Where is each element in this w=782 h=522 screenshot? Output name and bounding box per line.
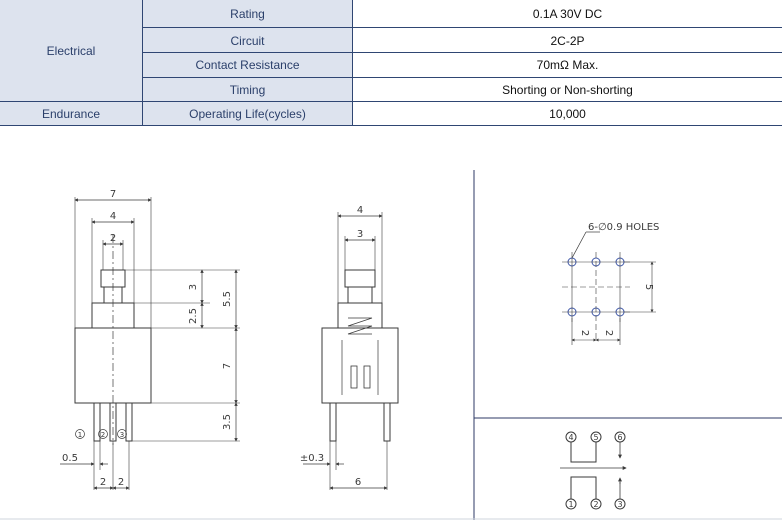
pin-left [93, 402, 101, 442]
side-pin-right [383, 403, 391, 442]
side-dim-tolerance: ±0.3 [300, 453, 324, 464]
side-slot-left [350, 365, 358, 389]
side-view [303, 212, 399, 490]
value-contact-resistance: 70mΩ Max. [353, 53, 782, 77]
value-rating: 0.1A 30V DC [353, 0, 782, 27]
side-view-labels: 4 3 ±0.3 6 [300, 205, 363, 488]
schematic-pin-1-label: 1 [568, 500, 573, 509]
pin-2-marker [98, 429, 108, 439]
schematic-pin-3-label: 3 [617, 500, 622, 509]
table-rule [143, 77, 782, 78]
group-electrical: Electrical [0, 0, 142, 101]
front-dim-pin-length: 3.5 [222, 414, 233, 430]
schematic [560, 431, 627, 510]
front-dim-pitch-a: 2 [100, 477, 106, 488]
schematic-pin-4-label: 4 [568, 433, 573, 442]
hole-dim-pitch-a: 2 [579, 330, 590, 336]
pin-right [125, 402, 133, 442]
hole-dim-row-spacing: 5 [643, 284, 654, 290]
front-dim-top: 5.5 [222, 291, 233, 307]
side-body [321, 327, 399, 404]
table-rule [143, 27, 782, 28]
value-timing: Shorting or Non-shorting [353, 78, 782, 101]
front-view-labels: 7 4 2 3 2.5 5.5 7 3.5 0.5 2 2 1 2 3 [62, 189, 233, 488]
front-dim-pitch-b: 2 [118, 477, 124, 488]
front-dim-collar: 2.5 [188, 308, 199, 324]
param-operating-life: Operating Life(cycles) [143, 102, 352, 125]
hole-pattern-labels: 6-∅0.9 HOLES 5 2 2 [579, 222, 659, 336]
pin-2-label: 2 [101, 431, 105, 439]
front-dim-plunger-height: 3 [188, 284, 199, 290]
side-plunger-stem [347, 286, 373, 304]
side-pin-left [329, 403, 337, 442]
pin-3-label: 3 [120, 431, 124, 439]
side-plunger [344, 269, 376, 288]
table-rule [142, 0, 143, 126]
table-rule [0, 101, 782, 102]
front-dim-pin-thickness: 0.5 [62, 453, 78, 464]
schematic-labels: 4 5 6 1 2 3 [568, 433, 622, 509]
spec-table: Electrical Endurance Rating Circuit Cont… [0, 0, 782, 126]
front-dim-body: 4 [110, 211, 116, 222]
front-view [60, 197, 240, 490]
param-circuit: Circuit [143, 28, 352, 53]
table-rule [352, 0, 353, 126]
schematic-upper-contact [570, 456, 597, 463]
param-rating: Rating [143, 0, 352, 27]
schematic-lower-contact [570, 476, 597, 484]
pin-1-label: 1 [78, 431, 82, 439]
side-spring [347, 317, 373, 335]
value-circuit: 2C-2P [353, 28, 782, 53]
hole-dim-pitch-b: 2 [603, 330, 614, 336]
front-dim-plunger: 2 [110, 233, 116, 244]
side-slot-right [363, 365, 371, 389]
schematic-pin-6-label: 6 [617, 433, 622, 442]
param-timing: Timing [143, 78, 352, 101]
table-rule [0, 125, 782, 126]
side-collar [337, 302, 383, 329]
side-dim-pin-span: 6 [355, 477, 361, 488]
param-contact-resistance: Contact Resistance [143, 53, 352, 77]
side-dim-top: 4 [357, 205, 363, 216]
side-dim-plunger: 3 [357, 229, 363, 240]
pin-1-marker [75, 429, 85, 439]
hole-pattern [562, 231, 656, 345]
pin-3-marker [117, 429, 127, 439]
front-dim-body-height: 7 [222, 363, 233, 369]
schematic-pin-5-label: 5 [593, 433, 598, 442]
value-operating-life: 10,000 [353, 102, 782, 125]
front-dim-width: 7 [110, 189, 116, 200]
schematic-pin-2-label: 2 [593, 500, 598, 509]
table-rule [143, 52, 782, 53]
group-endurance: Endurance [0, 102, 142, 125]
hole-label: 6-∅0.9 HOLES [588, 222, 659, 233]
